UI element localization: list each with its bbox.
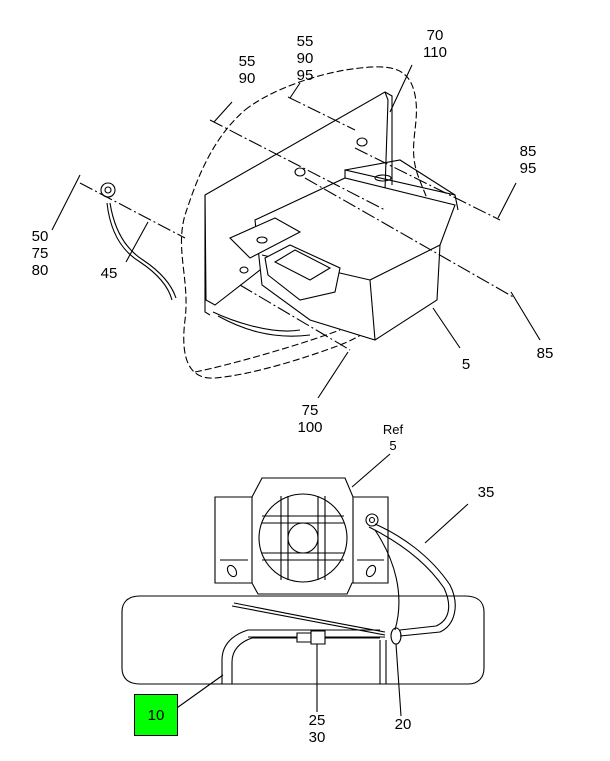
callout-85-95: 85 95 <box>519 143 537 177</box>
callout-25-30: 25 30 <box>308 712 326 746</box>
callout-55-90-95: 55 90 95 <box>296 33 314 84</box>
callout-85: 85 <box>536 345 554 362</box>
ring-terminal <box>101 183 115 197</box>
ground-strap <box>107 203 172 300</box>
callout-5: 5 <box>461 356 471 373</box>
speaker-grille <box>259 494 347 582</box>
leader-lines-top <box>52 65 540 398</box>
callout-45: 45 <box>100 265 118 282</box>
highlighted-callout-10[interactable]: 10 <box>134 694 178 736</box>
wiring-harness <box>375 524 455 636</box>
alarm-installed-view <box>122 478 484 684</box>
leader-lines-bottom <box>174 454 468 716</box>
wall-phantom-outline <box>181 67 432 378</box>
wire-connector <box>297 633 311 642</box>
callout-ref-5: Ref 5 <box>382 422 404 453</box>
callout-20: 20 <box>394 716 412 733</box>
callout-35: 35 <box>477 484 495 501</box>
callout-70-110: 70 110 <box>423 27 447 61</box>
callout-50-75-80: 50 75 80 <box>31 228 49 279</box>
connector-stud <box>366 514 378 526</box>
backup-alarm-body <box>255 178 455 340</box>
alarm-mount-assembly <box>80 67 515 378</box>
callout-75-100: 75 100 <box>297 402 323 436</box>
alarm-housing <box>215 478 388 594</box>
callout-55-90: 55 90 <box>238 53 256 87</box>
